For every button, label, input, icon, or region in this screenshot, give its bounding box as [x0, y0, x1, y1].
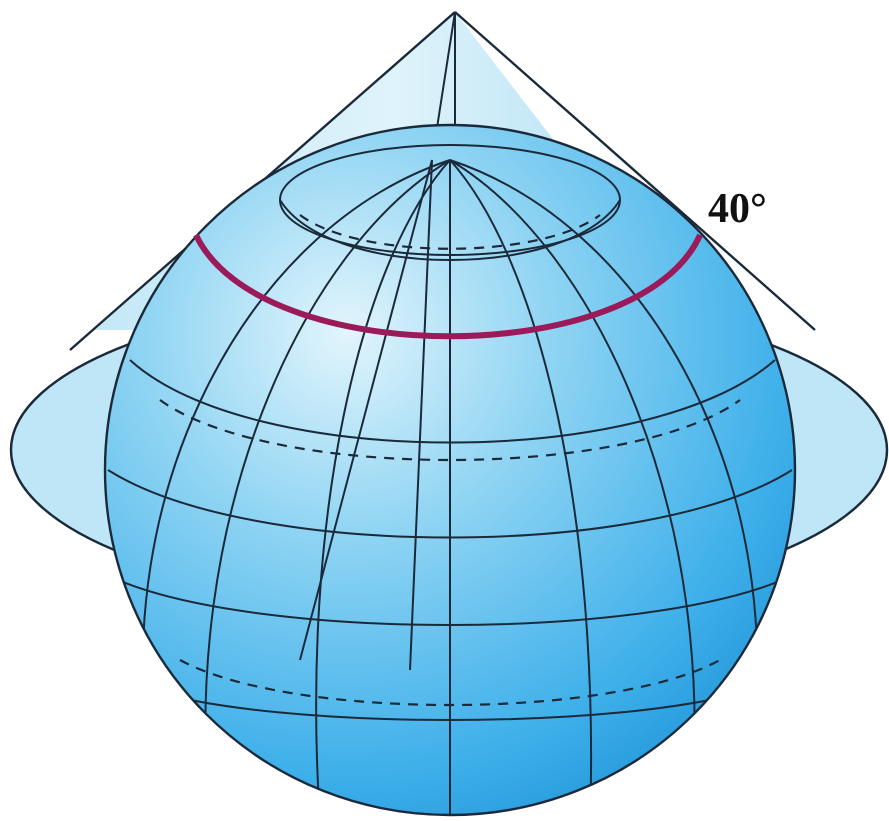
parallel-label: 40°	[708, 186, 767, 232]
